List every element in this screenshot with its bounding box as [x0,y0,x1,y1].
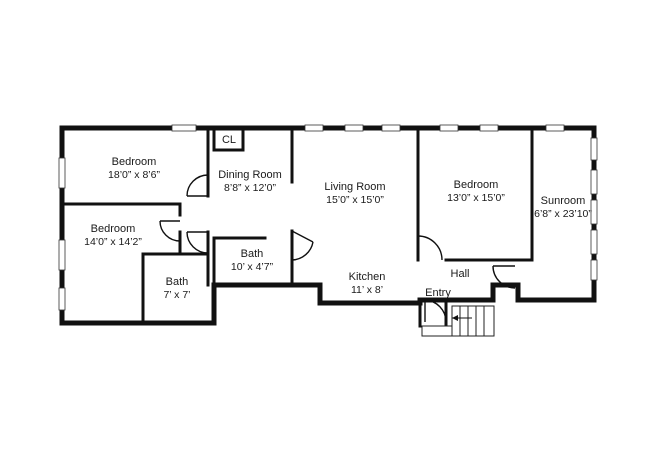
bath-2-name: Bath [166,276,189,288]
doors [159,174,516,323]
kitchen-name: Kitchen [349,271,386,283]
bedroom-3-dims: 14’0” x 14’2” [84,236,142,248]
bedroom-1-dims: 18’0” x 8’6” [108,169,160,181]
living-room-name: Living Room [324,181,385,193]
bath-1-dims: 10’ x 4’7” [231,261,274,273]
entry-stairs [421,305,495,337]
dining-room-dims: 8’8” x 12’0” [224,182,276,194]
bedroom-2-dims: 13’0” x 15’0” [447,192,505,204]
sunroom-name: Sunroom [541,195,586,207]
bedroom-2-name: Bedroom [454,179,499,191]
bedroom-3-name: Bedroom [91,223,136,235]
living-room-dims: 15’0” x 15’0” [326,194,384,206]
bath-2-dims: 7’ x 7’ [163,289,190,301]
room-labels: Bedroom 18’0” x 8’6” CL Dining Room 8’8”… [84,134,592,301]
hall-label: Hall [451,268,470,280]
closet-label: CL [222,134,236,146]
bath-1-name: Bath [241,248,264,260]
kitchen-dims: 11’ x 8’ [351,284,383,296]
windows [58,124,598,311]
interior-walls [60,126,534,328]
sunroom-dims: 6’8” x 23’10” [534,208,592,220]
bedroom-1-name: Bedroom [112,156,157,168]
entry-label: Entry [425,287,451,299]
dining-room-name: Dining Room [218,169,282,181]
